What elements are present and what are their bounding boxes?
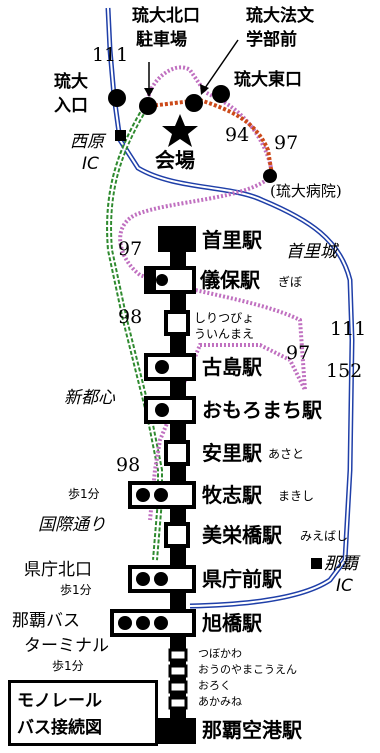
label-iriguchi: 入口: [54, 96, 88, 116]
label-terminal: ターミナル: [24, 636, 109, 656]
station-marker-omoromachi: [144, 396, 196, 424]
station-makishi-reading: まきし: [278, 489, 315, 503]
label-naha-bus: 那覇バス: [12, 611, 80, 631]
route-label-97-mid: 97: [286, 342, 311, 364]
station-gibo[interactable]: 儀保駅: [200, 268, 260, 292]
label-gakubumae: 学部前: [246, 30, 297, 50]
bus-stops: [108, 85, 322, 569]
station-shuri[interactable]: 首里駅: [202, 228, 262, 252]
label-walk-terminal: 歩1分: [52, 659, 84, 673]
route-label-152: 152: [326, 360, 363, 382]
station-miebashi-reading: みえばし: [300, 529, 349, 543]
station-onoyamakoen[interactable]: おうのやまこうえん: [198, 663, 297, 676]
label-naha-ic: IC: [336, 576, 353, 596]
route-label-111: 111: [330, 318, 367, 340]
station-marker-shuri: [158, 226, 196, 252]
label-ryudai-hobun: 琉大法文: [246, 6, 314, 26]
naha-ic-marker: [311, 558, 322, 569]
pointer-arrows: [144, 39, 239, 97]
station-marker-shiritsu: [164, 310, 190, 336]
station-akamine[interactable]: あかみね: [198, 695, 242, 708]
label-venue: 会場: [155, 148, 195, 172]
venue-star-icon: [162, 114, 198, 147]
label-kencho-kitaguchi: 県庁北口: [24, 560, 92, 580]
station-gibo-reading: ぎぼ: [278, 275, 303, 289]
station-oroku[interactable]: おろく: [198, 679, 231, 692]
station-asato[interactable]: 安里駅: [202, 441, 262, 465]
station-shiritsu-reading1: しりつびょ: [194, 311, 255, 325]
label-shintoshin: 新都心: [64, 388, 115, 408]
station-marker-furujima: [144, 353, 196, 381]
station-tsubogawa[interactable]: つぼかわ: [198, 647, 242, 660]
nishihara-ic-marker: [115, 130, 126, 141]
bus-stop-ryudai-hobun: [185, 94, 203, 112]
label-ryudai-higashiguchi: 琉大東口: [234, 70, 302, 90]
bus-stop-hospital: [263, 169, 277, 183]
label-hospital: (琉大病院): [270, 182, 342, 200]
bus-stop-ryudai-hokuguchi: [139, 97, 157, 115]
label-ryudai-hokuguchi: 琉大北口: [132, 6, 200, 26]
station-makishi[interactable]: 牧志駅: [202, 483, 262, 507]
label-walk-makishi: 歩1分: [68, 487, 100, 501]
route-label-98: 98: [118, 306, 143, 328]
bus-route-97: [118, 65, 307, 521]
station-marker-asato: [164, 440, 190, 466]
station-markers: [110, 226, 196, 744]
station-omoromachi[interactable]: おもろまち駅: [202, 398, 322, 422]
station-kenchomae[interactable]: 県庁前駅: [202, 567, 282, 591]
route-label-97-top: 97: [274, 132, 299, 154]
bus-stop-ryudai-iriguchi: [108, 89, 126, 107]
label-kokusai: 国際通り: [38, 515, 106, 535]
bus-route-111-152-inner: [107, 7, 354, 607]
station-asato-reading: あさと: [268, 447, 305, 461]
route-label-94: 94: [225, 124, 250, 146]
station-naha-airport[interactable]: 那覇空港駅: [202, 718, 302, 742]
label-ryudai: 琉大: [54, 72, 88, 92]
station-marker-miebashi: [164, 522, 190, 548]
label-nishihara: 西原: [70, 132, 104, 152]
legend-line2: バス接続図: [17, 718, 102, 738]
station-asahibashi[interactable]: 旭橋駅: [202, 611, 262, 635]
route-label-97-shuri: 97: [118, 238, 143, 260]
station-shiritsu-reading2: ういんまえ: [194, 327, 255, 341]
station-furujima[interactable]: 古島駅: [202, 355, 262, 379]
label-shuri-castle: 首里城: [286, 242, 337, 262]
label-walk-kencho: 歩1分: [60, 583, 92, 597]
label-parking: 駐車場: [136, 30, 187, 50]
label-nishihara-ic: IC: [82, 154, 99, 174]
route-label-111-top: 111: [92, 44, 129, 66]
station-marker-airport: [158, 718, 196, 744]
legend-box: モノレール バス接続図: [8, 680, 158, 746]
route-label-98-lower: 98: [116, 454, 141, 476]
station-miebashi[interactable]: 美栄橋駅: [202, 523, 282, 547]
bus-stop-ryudai-higashiguchi: [212, 85, 230, 103]
label-naha: 那覇: [324, 554, 358, 574]
legend-line1: モノレール: [17, 691, 102, 711]
